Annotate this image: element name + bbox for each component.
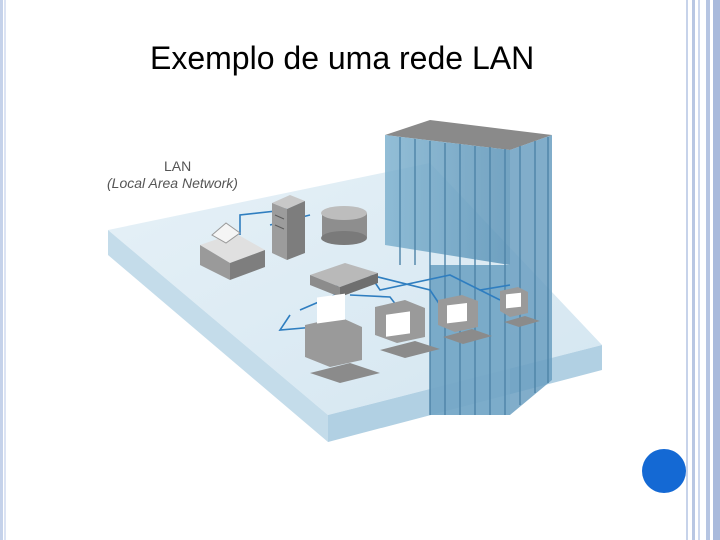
workstation-icon (305, 293, 380, 383)
left-slide-border (0, 0, 8, 540)
workstation-icon (438, 295, 492, 344)
decorative-blue-circle (642, 449, 686, 493)
printer-icon (200, 222, 265, 280)
router-icon (310, 263, 378, 297)
slide-title: Exemplo de uma rede LAN (150, 40, 535, 76)
server-icon (272, 195, 305, 260)
right-slide-border (686, 0, 720, 540)
lan-label-line1: LAN (164, 158, 192, 174)
lan-label: LAN (Local Area Network) (107, 158, 238, 192)
workstation-icon (375, 300, 440, 358)
lan-label-line2: (Local Area Network) (107, 175, 238, 191)
lan-diagram (108, 120, 602, 442)
database-icon (321, 206, 367, 245)
workstation-icon (500, 287, 540, 327)
